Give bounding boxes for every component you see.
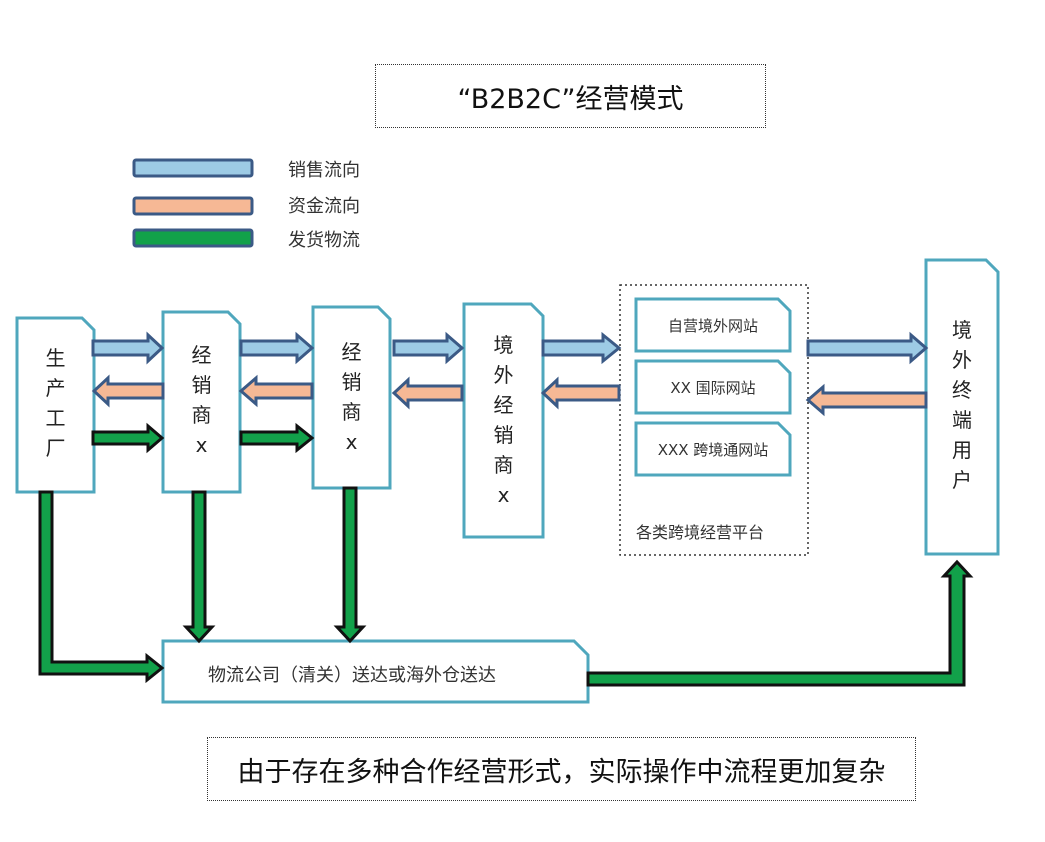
ship-arrow-d2-down <box>333 486 367 644</box>
distributor1-char: 销 <box>191 373 212 397</box>
end-user-char: 境 <box>952 318 972 342</box>
overseas-distributor-char: 外 <box>493 363 514 387</box>
sales-arrow-platform-to-user <box>806 331 929 365</box>
factory-char: 产 <box>45 376 66 400</box>
sales-arrow-factory-to-d1 <box>91 331 165 365</box>
distributor1-char: 经 <box>191 343 212 367</box>
distributor1-box <box>161 310 242 494</box>
overseas-distributor-char: 境 <box>493 333 514 357</box>
diagram-title: “B2B2C”经营模式 <box>375 64 766 128</box>
distributor2-box <box>311 305 392 490</box>
fund-arrow-overseas-to-d2 <box>391 376 464 410</box>
factory-char: 厂 <box>45 436 66 460</box>
overseas-distributor-char: 经 <box>493 393 514 417</box>
end-user-char: 用 <box>952 438 972 462</box>
distributor2-char: 销 <box>341 370 362 394</box>
factory-char: 工 <box>45 406 66 430</box>
legend-fund-label: 资金流向 <box>288 196 360 217</box>
factory-box <box>15 316 96 494</box>
sales-arrow-d2-to-overseas <box>392 331 465 365</box>
overseas-distributor-char: 商 <box>493 453 514 477</box>
end-user-box <box>924 258 1000 556</box>
site-box-1 <box>634 297 792 353</box>
sales-arrow-d1-to-d2 <box>239 331 315 365</box>
end-user-char: 户 <box>952 468 972 492</box>
site-label-cross-border: XXX 跨境通网站 <box>657 440 769 459</box>
logistics-label: 物流公司（清关）送达或海外仓送达 <box>208 665 496 686</box>
overseas-distributor-char: x <box>497 483 510 507</box>
factory-node-label: 生 产 工 厂 <box>17 343 94 463</box>
factory-char: 生 <box>45 346 66 370</box>
ship-arrow-factory-to-d1 <box>91 422 165 454</box>
sales-arrow-overseas-to-platform <box>541 331 622 365</box>
platform-caption: 各类跨境经营平台 <box>636 523 765 542</box>
overseas-distributor-node-label: 境 外 经 销 商 x <box>464 330 543 510</box>
end-user-char: 外 <box>952 348 972 372</box>
legend-sales-swatch <box>132 158 254 178</box>
end-user-char: 端 <box>952 408 972 432</box>
complexity-note-text: 由于存在多种合作经营形式，实际操作中流程更加复杂 <box>237 756 886 788</box>
legend-ship-label: 发货物流 <box>288 230 360 251</box>
distributor2-node-label: 经 销 商 x <box>313 337 390 457</box>
diagram-title-text: “B2B2C”经营模式 <box>457 83 684 115</box>
end-user-node-label: 境 外 终 端 用 户 <box>926 315 998 495</box>
end-user-char: 终 <box>952 378 972 402</box>
distributor2-char: x <box>345 430 358 454</box>
legend-fund-swatch <box>132 196 254 216</box>
site-label-self-operated: 自营境外网站 <box>667 316 758 335</box>
site-box-3 <box>634 421 792 477</box>
legend-sales-label: 销售流向 <box>288 160 360 181</box>
distributor1-char: x <box>195 433 208 457</box>
overseas-distributor-char: 销 <box>493 423 514 447</box>
distributor2-char: 经 <box>341 340 362 364</box>
ship-arrow-factory-to-logistics <box>38 490 165 684</box>
legend-ship-swatch <box>132 228 254 248</box>
fund-arrow-d2-to-d1 <box>238 374 314 408</box>
distributor1-node-label: 经 销 商 x <box>163 340 240 460</box>
ship-arrow-d1-down <box>182 490 216 644</box>
fund-arrow-platform-to-overseas <box>540 376 621 410</box>
overseas-distributor-box <box>462 302 545 539</box>
fund-arrow-d1-to-factory <box>91 374 165 408</box>
distributor1-char: 商 <box>191 403 212 427</box>
platform-container <box>619 284 809 556</box>
ship-arrow-logistics-to-user <box>586 559 974 687</box>
site-box-2 <box>634 359 792 415</box>
site-label-international: XX 国际网站 <box>670 378 756 397</box>
ship-arrow-d1-to-d2 <box>239 422 315 454</box>
complexity-note: 由于存在多种合作经营形式，实际操作中流程更加复杂 <box>207 737 916 801</box>
fund-arrow-user-to-platform <box>805 383 928 417</box>
distributor2-char: 商 <box>341 400 362 424</box>
